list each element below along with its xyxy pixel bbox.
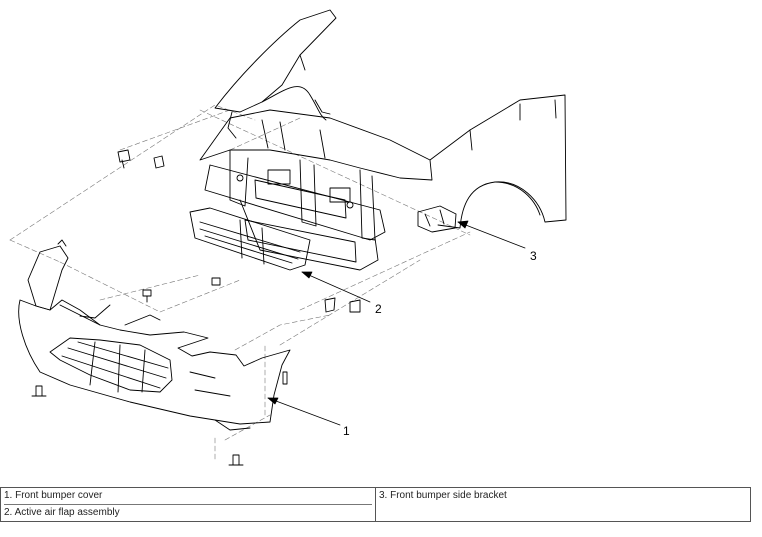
legend-item: 2. Active air flap assembly — [4, 504, 372, 521]
right-fender — [429, 94, 567, 229]
legend-left-cell: 1. Front bumper cover 2. Active air flap… — [0, 487, 376, 522]
callout-3: 3 — [530, 249, 537, 263]
left-fender — [214, 9, 337, 139]
leader-lines — [267, 220, 526, 426]
parts-legend-table: 1. Front bumper cover 2. Active air flap… — [0, 487, 751, 522]
active-air-flap-part — [189, 207, 311, 271]
legend-right-cell: 3. Front bumper side bracket — [375, 487, 751, 522]
callout-2: 2 — [375, 302, 382, 316]
fasteners — [31, 149, 361, 466]
callout-1: 1 — [343, 424, 350, 438]
dashed-guide-lines — [9, 104, 471, 463]
exploded-parts-diagram: 1 2 3 — [9, 9, 567, 466]
side-bracket-part — [417, 205, 457, 233]
radiator-support-frame — [199, 109, 433, 271]
legend-item: 3. Front bumper side bracket — [379, 490, 507, 501]
front-bumper-cover-part — [18, 245, 291, 431]
legend-item: 1. Front bumper cover — [4, 490, 103, 501]
